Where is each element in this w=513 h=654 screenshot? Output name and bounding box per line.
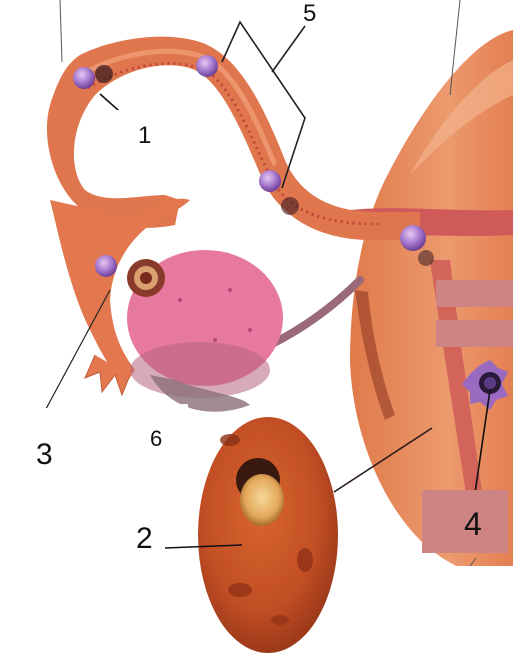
label-1: 1 <box>138 124 151 148</box>
magnified-embryo-icon <box>198 417 338 653</box>
label-4: 4 <box>464 508 482 540</box>
label-5: 5 <box>303 2 316 26</box>
mask-box-6 <box>110 404 188 474</box>
follicle-dot <box>228 288 232 292</box>
ovarian-ligament <box>270 280 360 345</box>
mask-box-bottom <box>360 566 513 654</box>
blank-label-box-b <box>436 320 513 347</box>
egg-cell-icon <box>95 255 117 277</box>
label-2: 2 <box>136 524 153 554</box>
follicle-dot <box>248 328 252 332</box>
mask-box-3 <box>8 408 100 488</box>
blank-label-box-a <box>436 280 513 307</box>
label-6: 6 <box>150 428 162 450</box>
leader-line-5 <box>272 26 305 72</box>
follicle-dots <box>178 298 182 302</box>
egg-cell-icon <box>196 55 218 77</box>
label-3: 3 <box>36 440 53 470</box>
top-line-left <box>60 0 62 62</box>
ruptured-follicle-inner <box>140 272 152 284</box>
follicle-dot <box>213 338 217 342</box>
leader-line-3 <box>40 290 110 420</box>
